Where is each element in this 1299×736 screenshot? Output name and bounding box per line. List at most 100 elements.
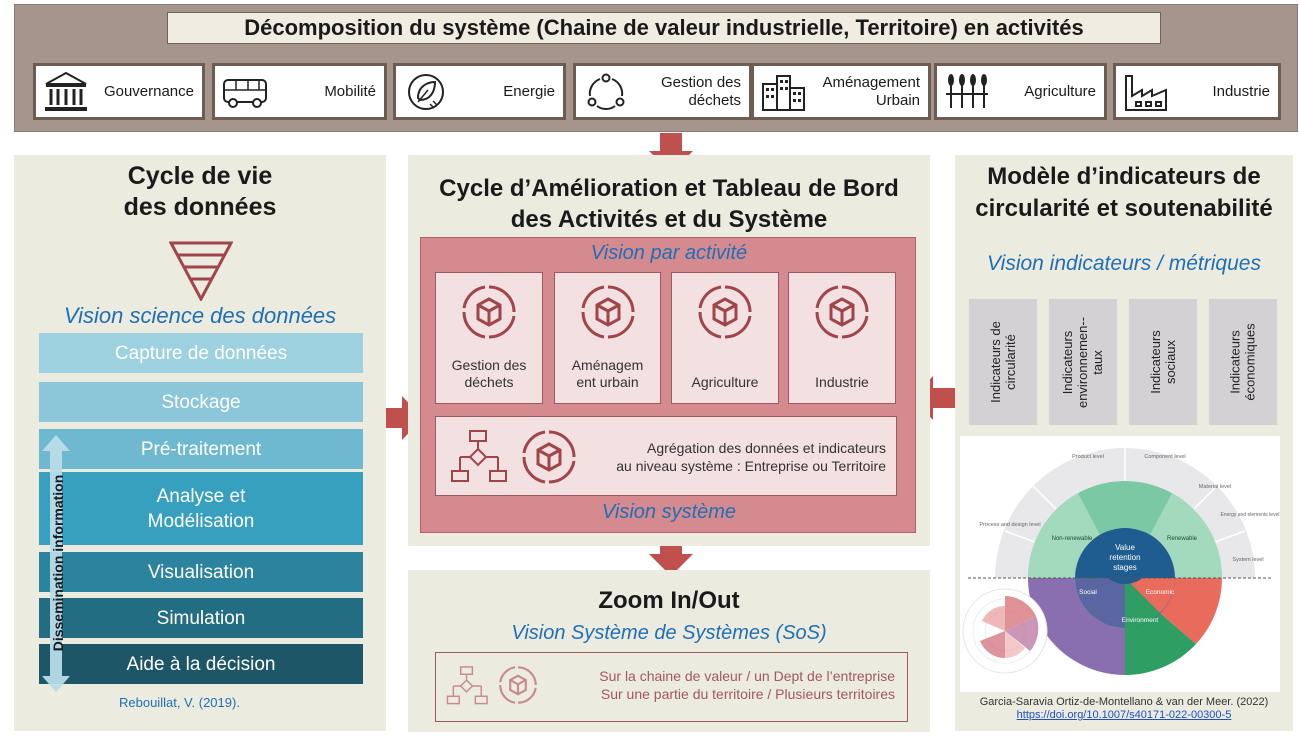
activity-label: Gouvernance [103,82,194,100]
wheel-levels-ring [995,448,1255,578]
dissemination-label: Dissemination information [50,474,66,652]
band-title: Décomposition du système (Chaine de vale… [167,12,1161,44]
wheel-economic-sector [1160,578,1222,644]
activity-label: Mobilité [324,82,376,100]
wheel-level-label: Component level [1144,454,1185,460]
recycle-cycle-icon [587,73,625,110]
activity-agriculture: Agriculture [934,63,1107,120]
vision-label: Vision indicateurs / métriques [987,252,1261,275]
activity-card-label: Agriculture [691,374,759,390]
vision-label: Vision par activité [590,242,748,264]
reference: Rebouillat, V. (2019). [119,695,240,710]
cycle-box-icon [580,285,634,339]
activity-card: Industrie [788,272,896,404]
wheel-level-label: Product level [1072,454,1104,460]
wheel-level-label: Energy and elements level [1221,512,1280,518]
leaf-plug-icon [408,73,444,110]
building-columns-icon [45,71,87,111]
reference: Garcia-Saravia Ortiz-de-Montellano & van… [979,696,1269,721]
wheel-level-label: System level [1232,557,1263,563]
activity-mobilite: Mobilité [212,63,387,120]
arrow-down-zoom [649,536,693,576]
flowchart-icon [446,666,488,705]
cycle-box-icon [698,285,752,339]
wheel-environment-sector [1125,613,1196,675]
wheel-center-text: retention [1109,553,1140,562]
cycle-box-icon [499,666,537,704]
wheat-icon [946,73,988,108]
wheel-sector-label: Renewable [1167,536,1198,542]
wheel-level-label: Material level [1199,484,1231,490]
arrow-down-top [649,133,693,173]
activity-energie: Energie [393,63,566,120]
zoom-panel: Zoom In/Out Vision Système de Systèmes (… [408,570,930,732]
cycle-box-icon [815,285,869,339]
doi-link[interactable]: https://doi.org/10.1007/s40171-022-00300… [1016,709,1232,721]
activity-industrie: Industrie [1113,63,1281,120]
wheel-center-text: Value [1115,543,1135,552]
activity-card: Agriculture [671,272,779,404]
factory-icon [1125,74,1167,111]
lifecycle-step: Stockage [39,382,363,422]
circularity-wheel-figure: Value retention stages Social Environmen… [960,436,1280,692]
cycle-box-icon [522,430,576,484]
lifecycle-step: Aide à la décision [39,644,363,684]
lifecycle-step: Visualisation [39,552,363,592]
wheel-sector-label: Environment [1122,617,1159,624]
activity-gouvernance: Gouvernance [33,63,205,120]
lifecycle-step: Pré-traitement [39,429,363,469]
wheel-sector-label: Non-renewable [1052,536,1093,542]
lifecycle-step: Capture de données [39,333,363,373]
inset-polar-chart [962,588,1048,674]
wheel-sector-label: Social [1079,589,1097,596]
cycle-box-icon [462,285,516,339]
circularity-wheel: Value retention stages Social Environmen… [962,448,1280,675]
vision-label: Vision Système de Systèmes (SoS) [511,622,827,644]
activity-label: Energie [503,82,555,100]
city-buildings-icon [762,74,805,111]
wheel-level-label: Process and design level [979,522,1040,528]
double-arrow-icon [42,435,70,692]
activity-label: Industrie [1212,82,1270,100]
zoom-box: Sur la chaine de valeur / un Dept de l’e… [435,652,908,722]
vision-label: Vision système [601,501,737,523]
funnel-icon [169,241,233,301]
lifecycle-step: Simulation [39,598,363,638]
vision-label: Vision science des données [63,303,337,328]
zoom-text: Sur la chaine de valeur / un Dept de l’e… [599,668,895,702]
bus-icon [223,78,267,108]
wheel-sector-label: Economic [1146,589,1175,596]
flowchart-icon [451,430,507,482]
activity-label: Agriculture [1024,82,1096,100]
wheel-social-sector [1028,578,1125,675]
wheel-level-dividers [1004,448,1246,543]
activity-card-label: Industrie [815,374,869,390]
wheel-center-text: stages [1113,563,1137,572]
system-decomposition-band: Décomposition du système (Chaine de vale… [14,4,1298,132]
